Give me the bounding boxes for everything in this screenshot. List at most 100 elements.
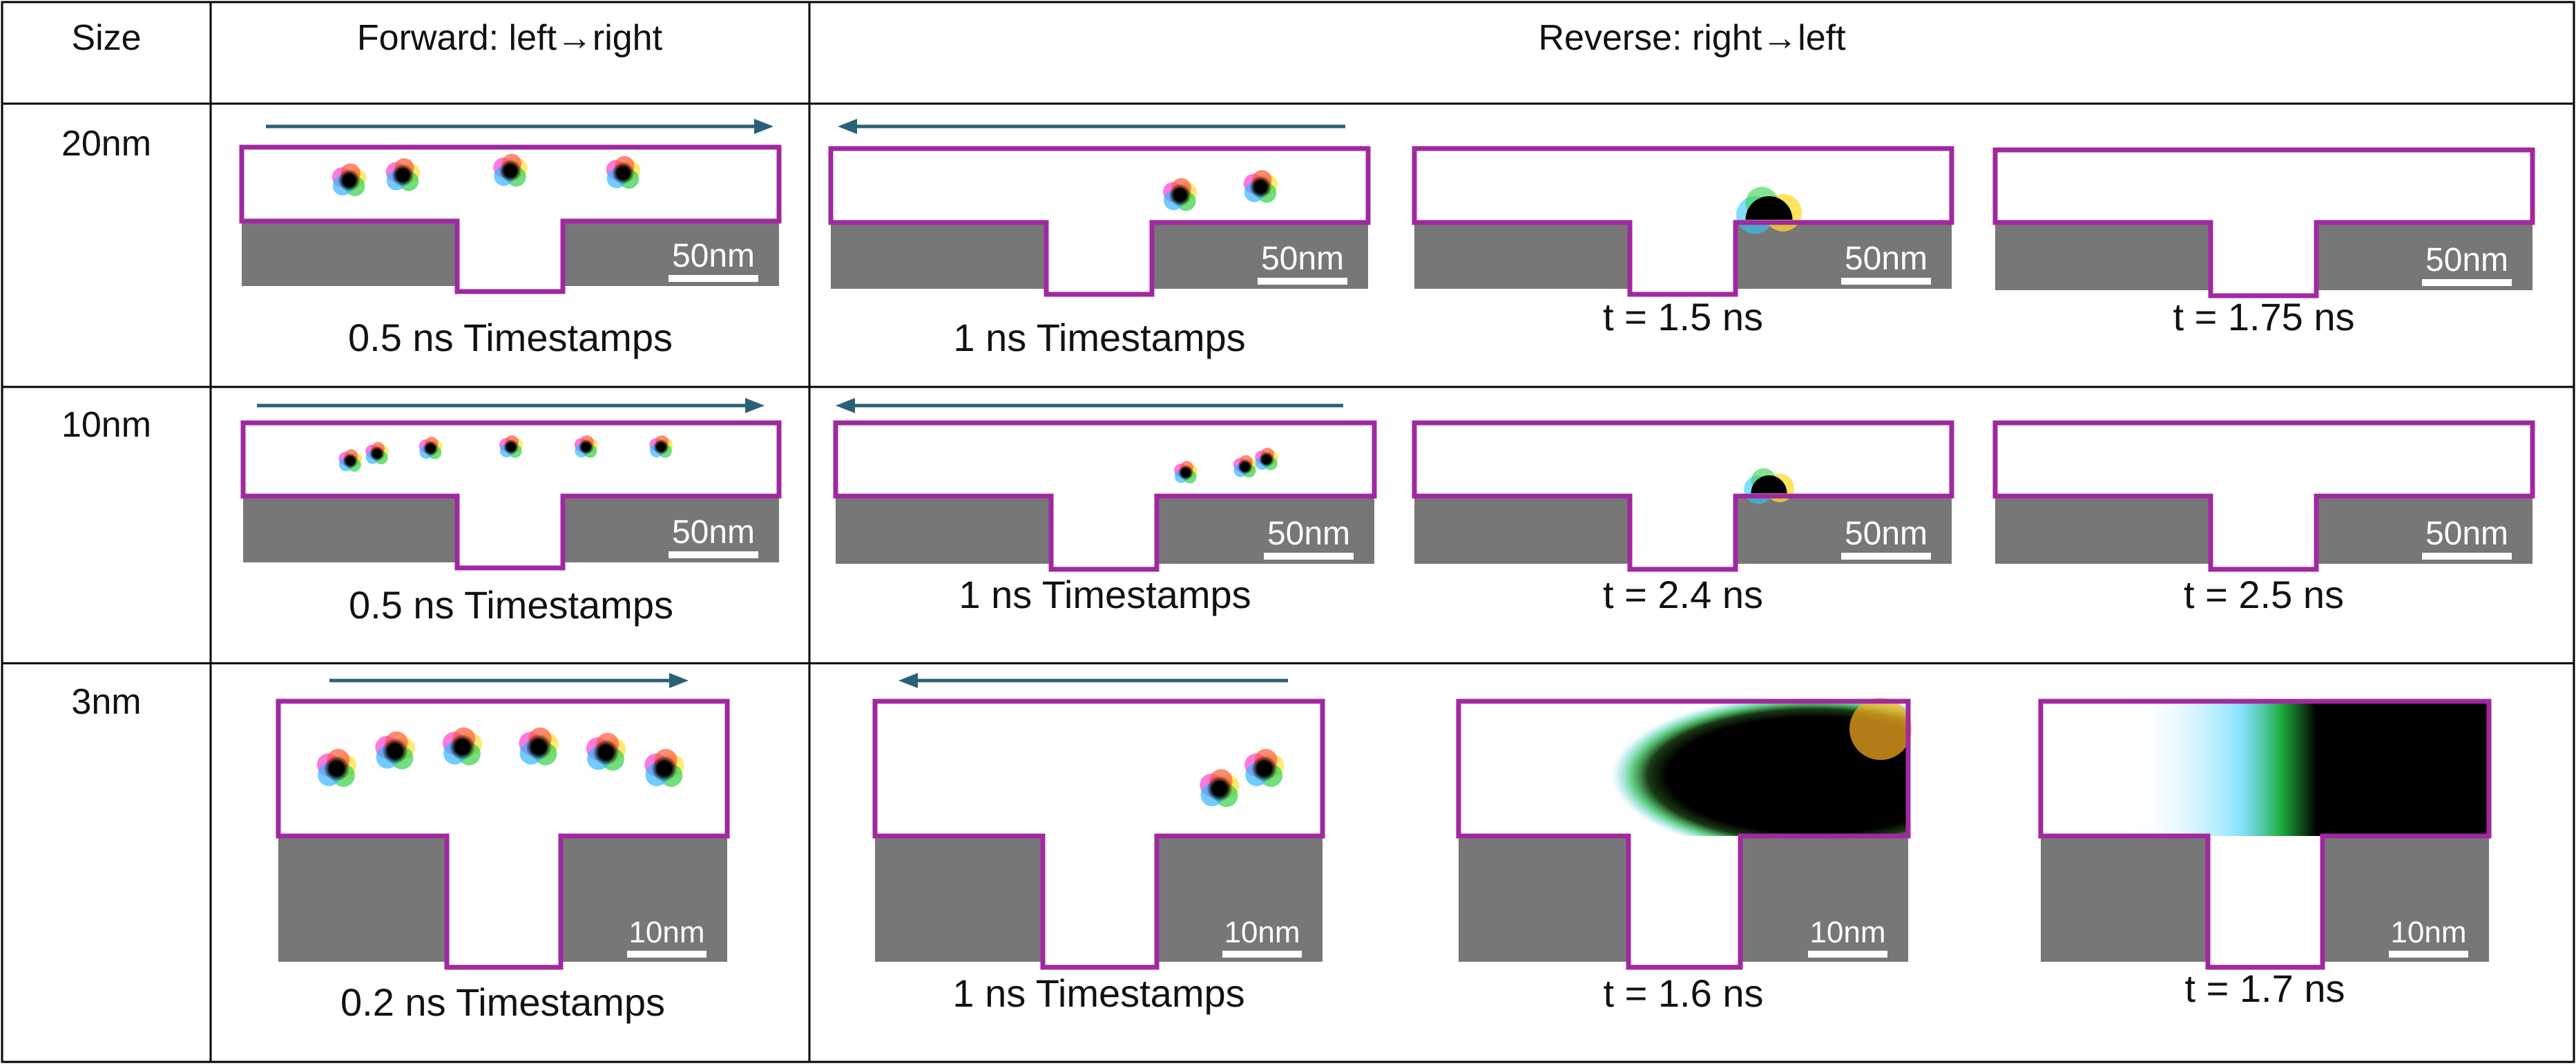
- skyrmion-core: [343, 453, 358, 469]
- scale-bar-label: 50nm: [2425, 242, 2508, 278]
- skyrmion-core: [369, 446, 385, 462]
- arrow-head: [838, 119, 857, 134]
- skyrmion: [1174, 461, 1198, 484]
- skyrmion: [1244, 748, 1285, 787]
- substrate-block-right: [1157, 496, 1374, 564]
- header-reverse: Reverse: right→left: [1538, 18, 1846, 58]
- scale-bar-label: 50nm: [1261, 240, 1344, 277]
- annihilating-skyrmion: [1744, 468, 1794, 504]
- arrow-right-icon: [266, 119, 773, 134]
- skyrmion: [1255, 448, 1278, 471]
- skyrmion: [586, 732, 626, 771]
- skyrmion: [331, 163, 367, 196]
- skyrmion-core: [1237, 459, 1253, 475]
- substrate-block-left: [836, 496, 1051, 564]
- substrate-block-right: [2323, 836, 2489, 962]
- substrate-block-left: [1995, 496, 2211, 564]
- panel-caption: 0.5 ns Timestamps: [349, 583, 673, 627]
- magnetic-track-outline: [276, 699, 730, 970]
- scale-bar: [2389, 951, 2468, 958]
- scale-bar: [1222, 951, 1302, 958]
- magnetic-track-outline: [239, 144, 782, 294]
- magnetic-track-outline: [240, 420, 782, 571]
- skyrmion-core: [338, 169, 361, 192]
- skyrmion: [338, 449, 363, 472]
- panel-caption: t = 1.6 ns: [1604, 971, 1764, 1015]
- substrate-block-right: [1157, 836, 1323, 962]
- scale-bar: [1264, 553, 1354, 560]
- row-size-label: 10nm: [61, 405, 151, 445]
- substrate-block-left: [1414, 496, 1630, 564]
- skyrmion: [375, 731, 415, 770]
- skyrmion: [493, 153, 528, 187]
- magnetic-track-outline: [2038, 699, 2492, 970]
- scale-bar-label: 50nm: [1267, 515, 1350, 552]
- scale-bar: [1841, 278, 1931, 285]
- skyrmion-core: [1207, 776, 1233, 802]
- filled-domain: [2130, 701, 2489, 836]
- skyrmion: [316, 748, 357, 787]
- scale-bar: [669, 551, 758, 558]
- simulation-panels: 50nm 0.5 ns Timestamps 50nm 1 ns Timestamps…: [239, 119, 2535, 1024]
- substrate-block-right: [561, 836, 727, 962]
- panel-caption: 1 ns Timestamps: [952, 971, 1244, 1015]
- simulation-panel: 10nm t = 1.7 ns: [2038, 699, 2492, 1010]
- panel-caption: t = 1.5 ns: [1603, 295, 1763, 339]
- panel-caption: t = 2.5 ns: [2184, 573, 2344, 616]
- skyrmion-core: [653, 439, 669, 455]
- skyrmion: [574, 435, 598, 458]
- skyrmion: [1243, 169, 1278, 203]
- skyrmion: [649, 435, 673, 458]
- skyrmion-core: [526, 734, 552, 761]
- skyrmion-core: [1249, 175, 1272, 198]
- scale-bar-label: 50nm: [1845, 515, 1928, 552]
- simulation-panel: 10nm t = 1.6 ns: [1456, 698, 1912, 1015]
- header-forward: Forward: left→right: [357, 18, 663, 58]
- skyrmion-core: [499, 160, 522, 182]
- skyrmion: [606, 155, 641, 189]
- skyrmion: [442, 727, 483, 766]
- panel-caption: t = 2.4 ns: [1603, 573, 1763, 616]
- panel-caption: 0.5 ns Timestamps: [348, 316, 673, 359]
- skyrmion-core: [612, 162, 635, 184]
- substrate-block-left: [2041, 836, 2208, 962]
- scale-bar-label: 10nm: [2390, 915, 2466, 949]
- magnetic-track-outline: [1412, 146, 1954, 297]
- skyrmion: [419, 437, 443, 459]
- scale-bar: [669, 275, 758, 282]
- panel-caption: 0.2 ns Timestamps: [340, 980, 665, 1024]
- domain-edge-orange: [1849, 698, 1912, 760]
- magnetic-track-outline: [1456, 699, 1911, 970]
- simulation-panel: 50nm 0.5 ns Timestamps: [239, 119, 782, 359]
- substrate-block-left: [1995, 222, 2211, 290]
- skyrmion-core: [1251, 755, 1278, 782]
- magnetic-track-outline: [1992, 147, 2535, 298]
- skyrmion: [1200, 769, 1240, 808]
- skyrmion: [385, 158, 421, 191]
- arrow-left-icon: [836, 398, 1343, 413]
- skyrmion: [644, 748, 684, 787]
- scale-bar: [2422, 553, 2512, 560]
- scale-bar-label: 10nm: [1809, 915, 1885, 949]
- substrate-block-left: [1459, 836, 1628, 962]
- substrate-block-right: [1740, 836, 1908, 962]
- skyrmion-half-core: [1745, 196, 1793, 220]
- panel-caption: 1 ns Timestamps: [953, 316, 1245, 359]
- arrow-right-icon: [257, 398, 765, 413]
- skyrmion-core: [1258, 451, 1275, 468]
- skyrmion-core: [382, 738, 408, 764]
- substrate-block-left: [243, 496, 457, 562]
- skyrmion-core: [1178, 465, 1194, 481]
- skyrmion: [1233, 455, 1257, 478]
- arrow-right-icon: [329, 673, 689, 688]
- annihilating-skyrmion: [1736, 187, 1803, 234]
- panel-caption: t = 1.7 ns: [2185, 967, 2345, 1010]
- table-header: Size Forward: left→right Reverse: right→…: [71, 18, 1846, 58]
- scale-bar-label: 50nm: [672, 238, 755, 274]
- substrate-block-left: [875, 836, 1043, 962]
- row-size-label: 3nm: [71, 682, 141, 722]
